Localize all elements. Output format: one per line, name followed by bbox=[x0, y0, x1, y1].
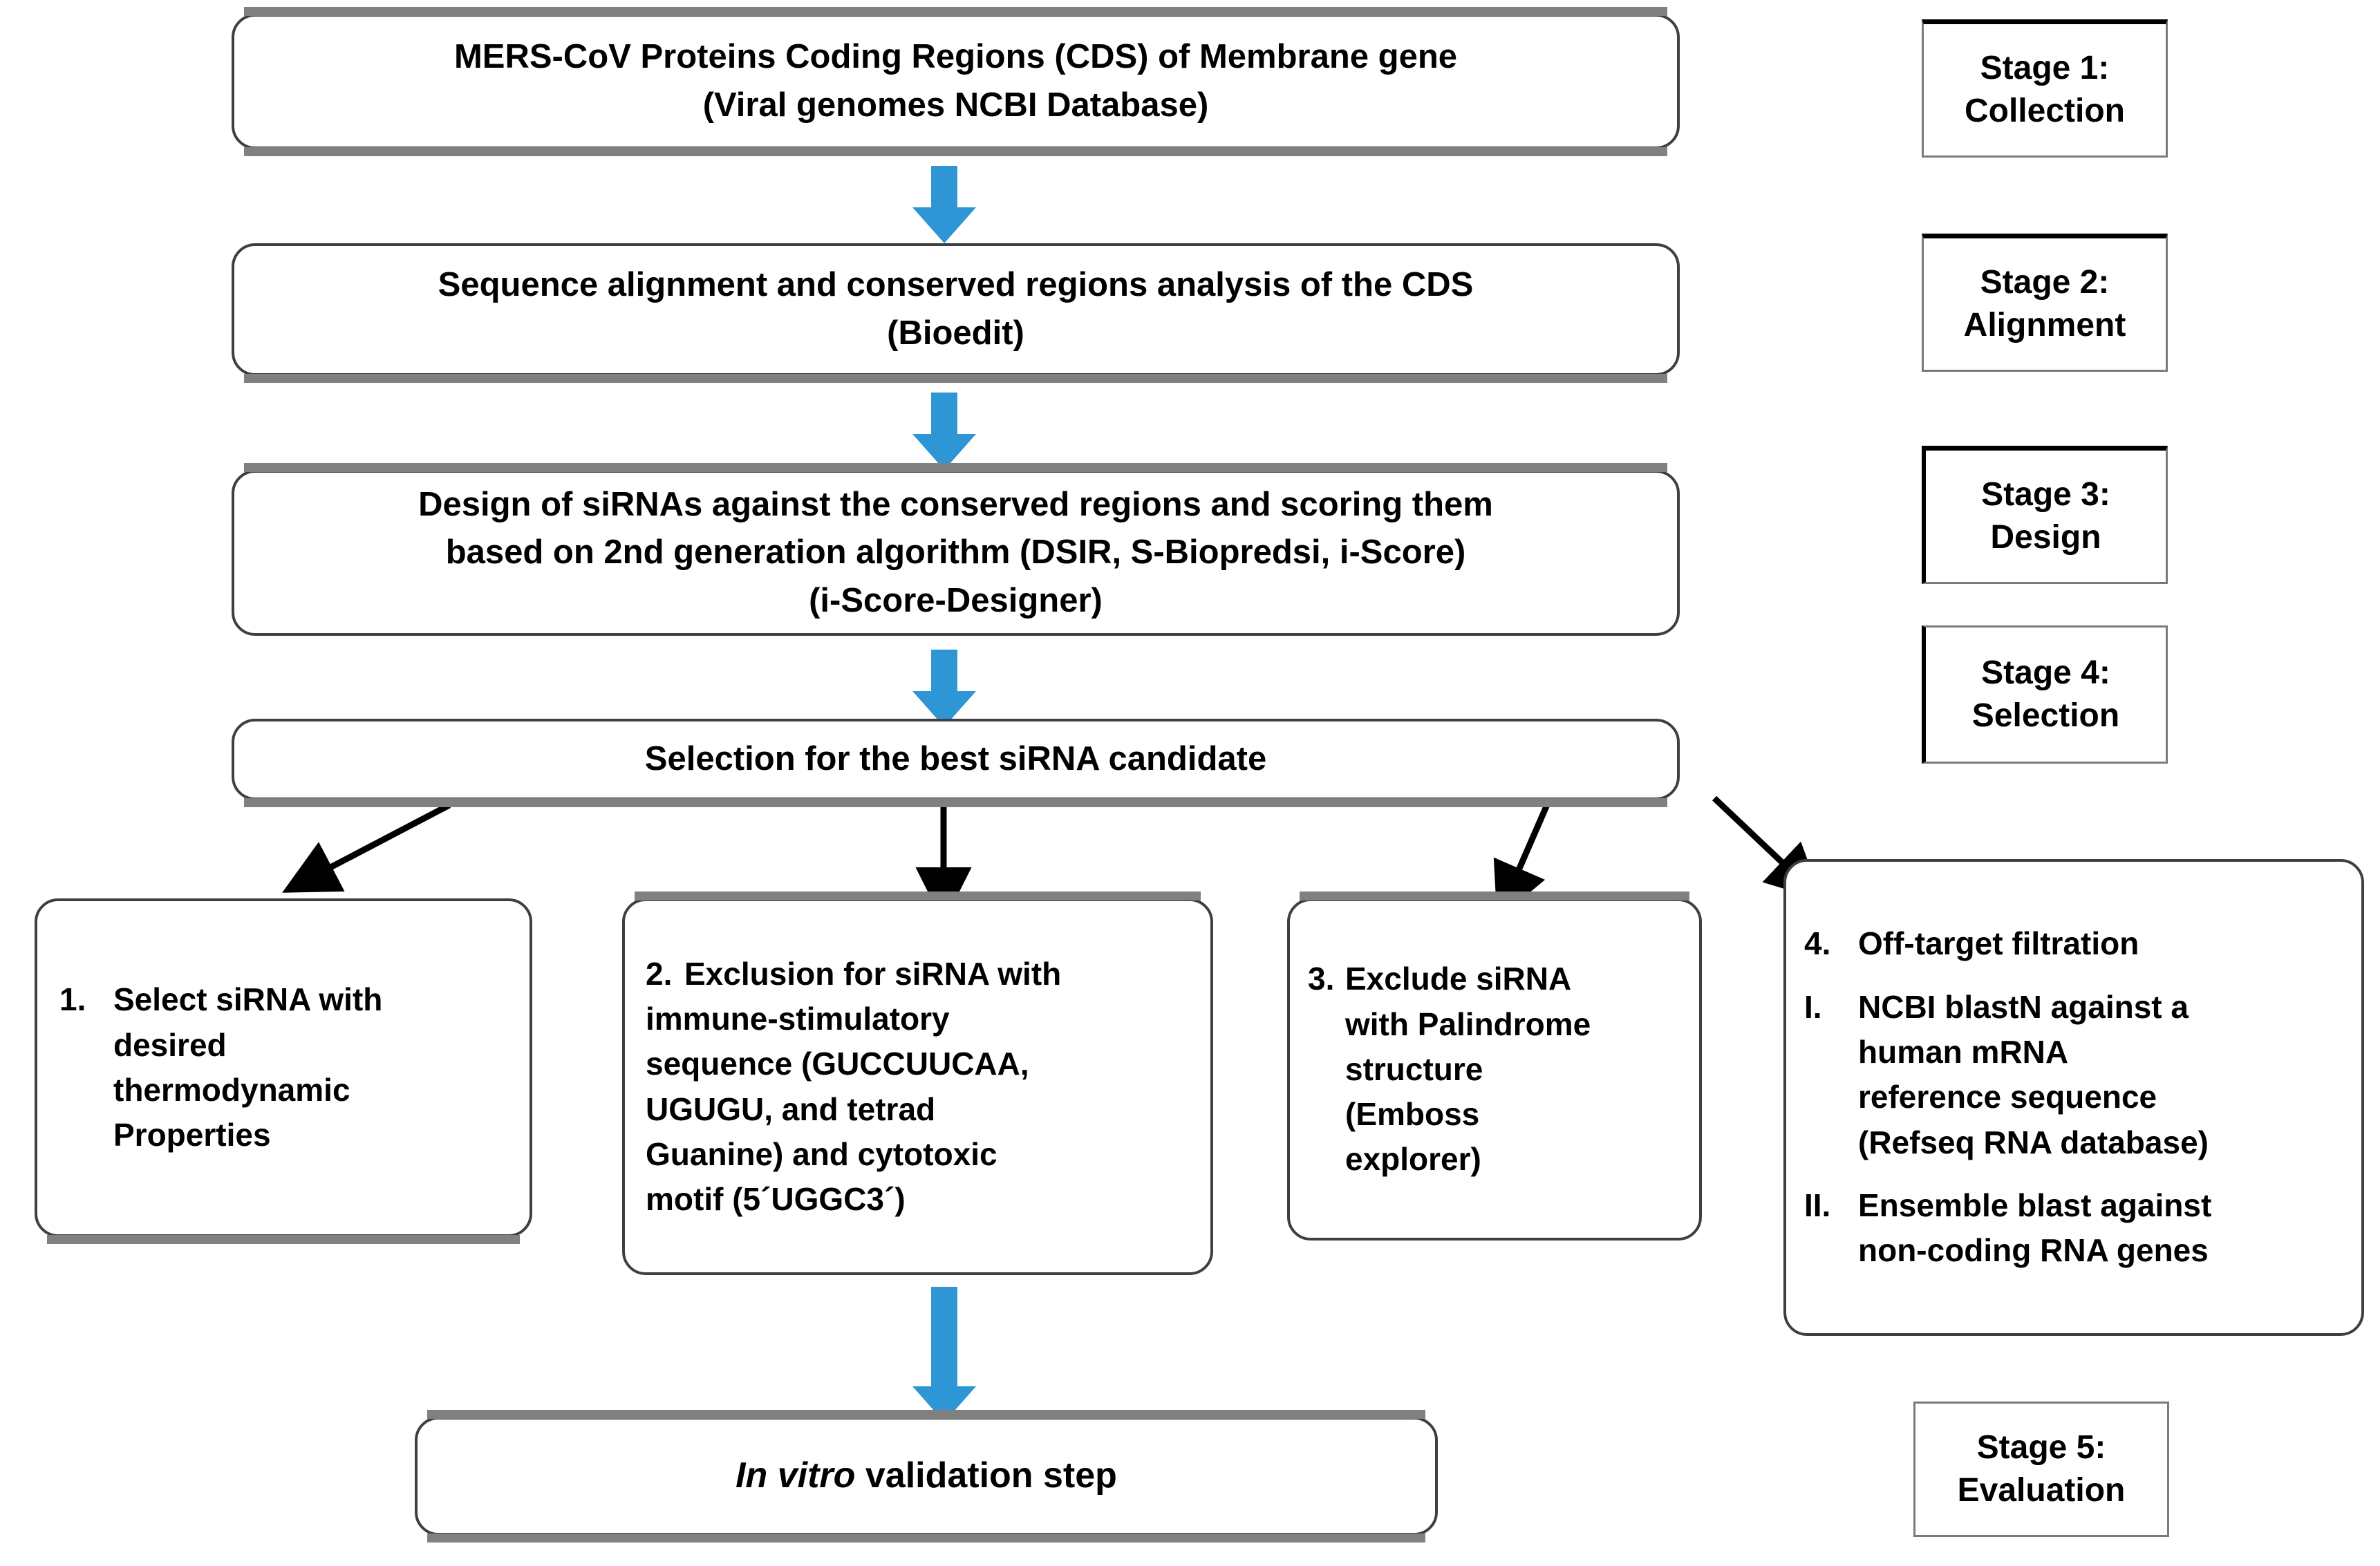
design-line-1: Design of siRNAs against the conserved r… bbox=[418, 485, 1493, 523]
criteria-4-item-1-line-4: (Refseq RNA database) bbox=[1858, 1124, 2209, 1160]
stage-chip-4: Stage 4: Selection bbox=[1922, 625, 2168, 764]
flow-arrow-collection-to-alignment bbox=[912, 166, 976, 243]
stage-1-name: Collection bbox=[1964, 93, 2125, 129]
collection-line-1: MERS-CoV Proteins Coding Regions (CDS) o… bbox=[453, 38, 1458, 76]
criteria-2-number: 2. bbox=[646, 955, 673, 992]
step-box-design: Design of siRNAs against the conserved r… bbox=[232, 463, 1680, 636]
flow-arrow-criteria2-to-validation bbox=[912, 1287, 976, 1422]
criteria-2-line-6: motif (5´UGGC3´) bbox=[646, 1181, 906, 1218]
criteria-1-line-1: Select siRNA with bbox=[113, 981, 383, 1018]
criteria-4-number: 4. bbox=[1804, 925, 1831, 962]
criteria-4-heading-row: 4. Off-target filtration bbox=[1804, 921, 2343, 966]
criteria-4-item-1-text: NCBI blastN against a human mRNA referen… bbox=[1858, 985, 2343, 1165]
step-box-collection: MERS-CoV Proteins Coding Regions (CDS) o… bbox=[232, 7, 1680, 156]
criteria-4-item-2-text: Ensemble blast against non-coding RNA ge… bbox=[1858, 1183, 2343, 1274]
criteria-4-item-2-line-2: non-coding RNA genes bbox=[1858, 1232, 2209, 1269]
arrow-shaft bbox=[931, 393, 957, 435]
branch-arrow-1 bbox=[282, 802, 451, 893]
arrow-shaft bbox=[931, 650, 957, 692]
criteria-2-line-3: sequence (GUCCUUCAA, bbox=[646, 1046, 1029, 1082]
criteria-3-line-3: structure bbox=[1345, 1050, 1483, 1087]
stage-2-title: Stage 2: bbox=[1980, 263, 2110, 301]
stage-1-title: Stage 1: bbox=[1980, 49, 2110, 86]
criteria-4-item-2-number: II. bbox=[1804, 1187, 1831, 1223]
stage-3-name: Design bbox=[1990, 519, 2101, 556]
criteria-1-row: 1. Select siRNA with desired thermodynam… bbox=[59, 977, 507, 1158]
step-box-alignment: Sequence alignment and conserved regions… bbox=[232, 243, 1680, 383]
flow-arrow-design-to-selection bbox=[912, 650, 976, 727]
arrow-head bbox=[912, 207, 976, 243]
criteria-box-4-off-target: 4. Off-target filtration I. NCBI blastN … bbox=[1783, 859, 2364, 1336]
criteria-1-line-3: thermodynamic bbox=[113, 1072, 350, 1108]
stage-chip-3: Stage 3: Design bbox=[1922, 446, 2168, 584]
validation-line: In vitro validation step bbox=[445, 1451, 1407, 1502]
criteria-box-2-immune-stimulatory: 2. Exclusion for siRNA with immune-stimu… bbox=[622, 892, 1213, 1275]
criteria-3-line-2: with Palindrome bbox=[1345, 1006, 1591, 1042]
step-box-validation: In vitro validation step bbox=[415, 1410, 1438, 1543]
criteria-3-text: Exclude siRNA with Palindrome structure … bbox=[1345, 956, 1681, 1182]
criteria-2-text: Exclusion for siRNA with bbox=[684, 952, 1190, 997]
stage-4-name: Selection bbox=[1971, 697, 2120, 734]
criteria-2-row: 2. Exclusion for siRNA with bbox=[646, 952, 1190, 997]
validation-rest: validation step bbox=[855, 1455, 1117, 1496]
criteria-4-item-2-line-1: Ensemble blast against bbox=[1858, 1187, 2212, 1223]
design-line-3: (i-Score-Designer) bbox=[809, 581, 1103, 619]
stage-chip-1: Stage 1: Collection bbox=[1922, 19, 2168, 158]
alignment-line-2: (Bioedit) bbox=[887, 314, 1024, 352]
selection-line-1: Selection for the best siRNA candidate bbox=[644, 740, 1267, 778]
criteria-1-text: Select siRNA with desired thermodynamic … bbox=[113, 977, 507, 1158]
alignment-line-1: Sequence alignment and conserved regions… bbox=[438, 266, 1474, 304]
criteria-box-3-palindrome: 3. Exclude siRNA with Palindrome structu… bbox=[1287, 892, 1702, 1240]
criteria-3-row: 3. Exclude siRNA with Palindrome structu… bbox=[1308, 956, 1681, 1182]
validation-italic: In vitro bbox=[735, 1455, 856, 1496]
criteria-2-line-5: Guanine) and cytotoxic bbox=[646, 1135, 997, 1172]
criteria-4-item-2-row: II. Ensemble blast against non-coding RN… bbox=[1804, 1183, 2343, 1274]
criteria-4-item-1-line-3: reference sequence bbox=[1858, 1079, 2157, 1115]
stage-chip-5: Stage 5: Evaluation bbox=[1913, 1402, 2169, 1537]
criteria-1-number: 1. bbox=[59, 981, 86, 1018]
arrow-shaft bbox=[931, 1287, 957, 1388]
collection-line-2: (Viral genomes NCBI Database) bbox=[702, 86, 1209, 124]
criteria-4-item-1-line-1: NCBI blastN against a bbox=[1858, 988, 2189, 1025]
step-box-selection: Selection for the best siRNA candidate bbox=[232, 719, 1680, 807]
criteria-4-item-1-line-2: human mRNA bbox=[1858, 1034, 2069, 1070]
criteria-1-line-2: desired bbox=[113, 1026, 227, 1063]
stage-4-title: Stage 4: bbox=[1981, 654, 2110, 691]
criteria-2-line-1: Exclusion for siRNA with bbox=[684, 955, 1062, 992]
arrow-shaft bbox=[931, 166, 957, 209]
stage-2-name: Alignment bbox=[1963, 307, 2126, 343]
criteria-3-line-4: (Emboss bbox=[1345, 1096, 1480, 1133]
criteria-2-line-2: immune-stimulatory bbox=[646, 1000, 950, 1037]
criteria-3-number: 3. bbox=[1308, 961, 1335, 997]
criteria-3-line-1: Exclude siRNA bbox=[1345, 961, 1572, 997]
criteria-4-heading: Off-target filtration bbox=[1858, 925, 2139, 962]
criteria-box-1-thermodynamic: 1. Select siRNA with desired thermodynam… bbox=[35, 898, 532, 1244]
stage-5-title: Stage 5: bbox=[1976, 1428, 2106, 1466]
stage-3-title: Stage 3: bbox=[1981, 475, 2110, 513]
criteria-3-line-5: explorer) bbox=[1345, 1141, 1481, 1178]
flow-arrow-alignment-to-design bbox=[912, 393, 976, 470]
criteria-1-line-4: Properties bbox=[113, 1117, 271, 1153]
criteria-4-item-1-row: I. NCBI blastN against a human mRNA refe… bbox=[1804, 985, 2343, 1165]
branch-arrow-3 bbox=[1493, 800, 1552, 921]
stage-chip-2: Stage 2: Alignment bbox=[1922, 234, 2168, 372]
criteria-2-line-4: UGUGU, and tetrad bbox=[646, 1091, 936, 1127]
stage-5-name: Evaluation bbox=[1957, 1472, 2126, 1509]
criteria-4-item-1-number: I. bbox=[1804, 988, 1822, 1025]
design-line-2: based on 2nd generation algorithm (DSIR,… bbox=[445, 534, 1466, 572]
